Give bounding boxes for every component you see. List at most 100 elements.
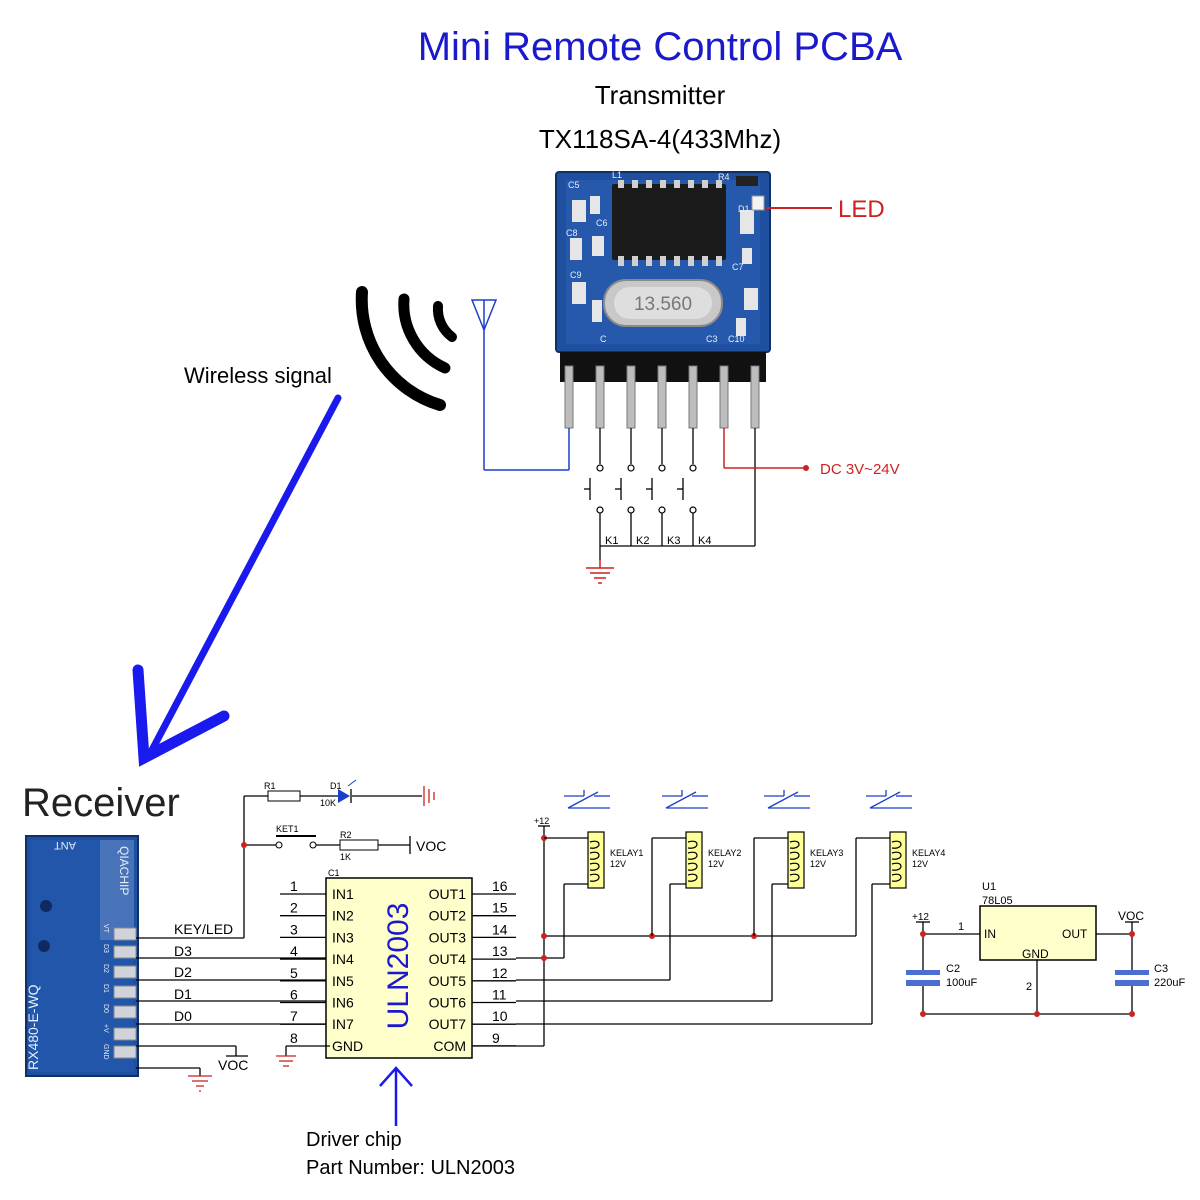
reg-gnd: GND <box>1022 947 1049 961</box>
reg-pin-gnd: 2 <box>1026 981 1032 993</box>
reg-pin-in: 1 <box>958 921 964 933</box>
antenna-icon <box>470 299 570 471</box>
key-k3: K3 <box>667 535 680 547</box>
key-k1: K1 <box>605 535 618 547</box>
relay-coil <box>685 831 703 889</box>
module-pin-d2: D2 <box>102 964 109 973</box>
uln-left-pin-num: 4 <box>290 943 298 959</box>
module-pin-vt: VT <box>102 924 109 934</box>
uln-right-pin-name: COM <box>433 1038 466 1054</box>
relay-name: KELAY1 <box>610 848 643 858</box>
svg-text:C9: C9 <box>570 270 582 280</box>
uln-left-pin-num: 2 <box>290 900 298 916</box>
signal-arrow-icon <box>132 394 342 767</box>
module-voc: VOC <box>218 1057 248 1073</box>
ket1-label: KET1 <box>276 824 299 834</box>
uln-left-pin-name: IN7 <box>332 1016 354 1032</box>
svg-text:C: C <box>600 334 607 344</box>
c3-value: 220uF <box>1154 977 1185 989</box>
c2-value: 100uF <box>946 977 977 989</box>
uln-right-pin-name: OUT4 <box>429 951 467 967</box>
uln-right-pin-name: OUT6 <box>429 995 467 1011</box>
tx-ground-icon <box>586 560 614 584</box>
relay-coil <box>889 831 907 889</box>
wireless-waves-icon <box>355 286 457 411</box>
r1-name: R1 <box>264 781 276 791</box>
r2-value: 1K <box>340 852 351 862</box>
c3-capacitor-icon <box>1115 970 1149 986</box>
r2-name: R2 <box>340 830 352 840</box>
key-switches: K1 K2 K3 K4 <box>584 428 756 560</box>
relay-coil <box>787 831 805 889</box>
uln-right-pin-num: 11 <box>492 987 507 1003</box>
uln-left-pin-num: 8 <box>290 1030 298 1046</box>
uln-left-pin-name: IN4 <box>332 951 354 967</box>
r1-value: 10K <box>320 798 336 808</box>
relay-voltage: 12V <box>810 859 826 869</box>
module-ground-icon <box>188 1075 212 1092</box>
receiver-module: QIACHIP ANT RX480-E-WQ VT D3 D2 D1 D0 +V… <box>25 835 139 1077</box>
uln-left-pin-name: IN1 <box>332 886 354 902</box>
relay-voltage: 12V <box>610 859 626 869</box>
led-callout: LED <box>838 196 885 223</box>
receiver-title: Receiver <box>22 781 180 825</box>
relay-voltage: 12V <box>912 859 928 869</box>
svg-text:C5: C5 <box>568 180 580 190</box>
module-ant: ANT <box>54 839 76 851</box>
ic-chip <box>612 184 726 260</box>
reg-supply: +12 <box>912 912 929 923</box>
title: Mini Remote Control PCBA <box>418 25 903 69</box>
crystal-label: 13.560 <box>634 294 692 315</box>
svg-text:C3: C3 <box>706 334 718 344</box>
module-brand: QIACHIP <box>117 846 131 895</box>
module-pin-d1: D1 <box>102 984 109 993</box>
reg-in: IN <box>984 927 996 941</box>
svg-text:R4: R4 <box>718 172 730 182</box>
module-pin-d0: D0 <box>102 1004 109 1013</box>
reg-voc: VOC <box>1118 909 1144 923</box>
d1-name: D1 <box>330 781 342 791</box>
driver-caption-1: Driver chip <box>306 1129 402 1151</box>
uln-right-pin-num: 14 <box>492 921 508 937</box>
svg-text:C10: C10 <box>728 334 745 344</box>
d1-ground-icon <box>423 786 435 806</box>
line-d3: D3 <box>174 943 192 959</box>
reg-part: 78L05 <box>982 895 1013 907</box>
uln-left-pin-name: IN2 <box>332 908 354 924</box>
r1-resistor <box>267 790 301 802</box>
key-k2: K2 <box>636 535 649 547</box>
c3-name: C3 <box>1154 963 1168 975</box>
module-pin-d3: D3 <box>102 944 109 953</box>
power-label: DC 3V~24V <box>820 461 900 478</box>
uln-right-pin-name: OUT7 <box>429 1016 467 1032</box>
voc-label-top: VOC <box>416 838 446 854</box>
relay-name: KELAY2 <box>708 848 741 858</box>
relay-name: KELAY4 <box>912 848 945 858</box>
uln-left-pin-name: GND <box>332 1038 363 1054</box>
uln-right-pin-num: 16 <box>492 878 508 894</box>
model-label: TX118SA-4(433Mhz) <box>539 124 781 154</box>
subtitle: Transmitter <box>595 80 726 110</box>
uln-right-pin-num: 9 <box>492 1030 500 1046</box>
uln-chip-label: ULN2003 <box>382 903 415 1030</box>
uln-right-pin-num: 10 <box>492 1008 508 1024</box>
svg-text:L1: L1 <box>612 170 622 180</box>
uln-left-pin-num: 6 <box>290 987 298 1003</box>
uln-right-pin-num: 15 <box>492 900 508 916</box>
regulator-chip <box>979 905 1097 961</box>
svg-text:C6: C6 <box>596 218 608 228</box>
uln-right-pin-name: OUT2 <box>429 908 467 924</box>
key-k4: K4 <box>698 535 711 547</box>
c2-name: C2 <box>946 963 960 975</box>
uln-right-pin-name: OUT1 <box>429 886 467 902</box>
svg-text:D1: D1 <box>738 204 750 214</box>
uln-right-pin-num: 13 <box>492 943 508 959</box>
